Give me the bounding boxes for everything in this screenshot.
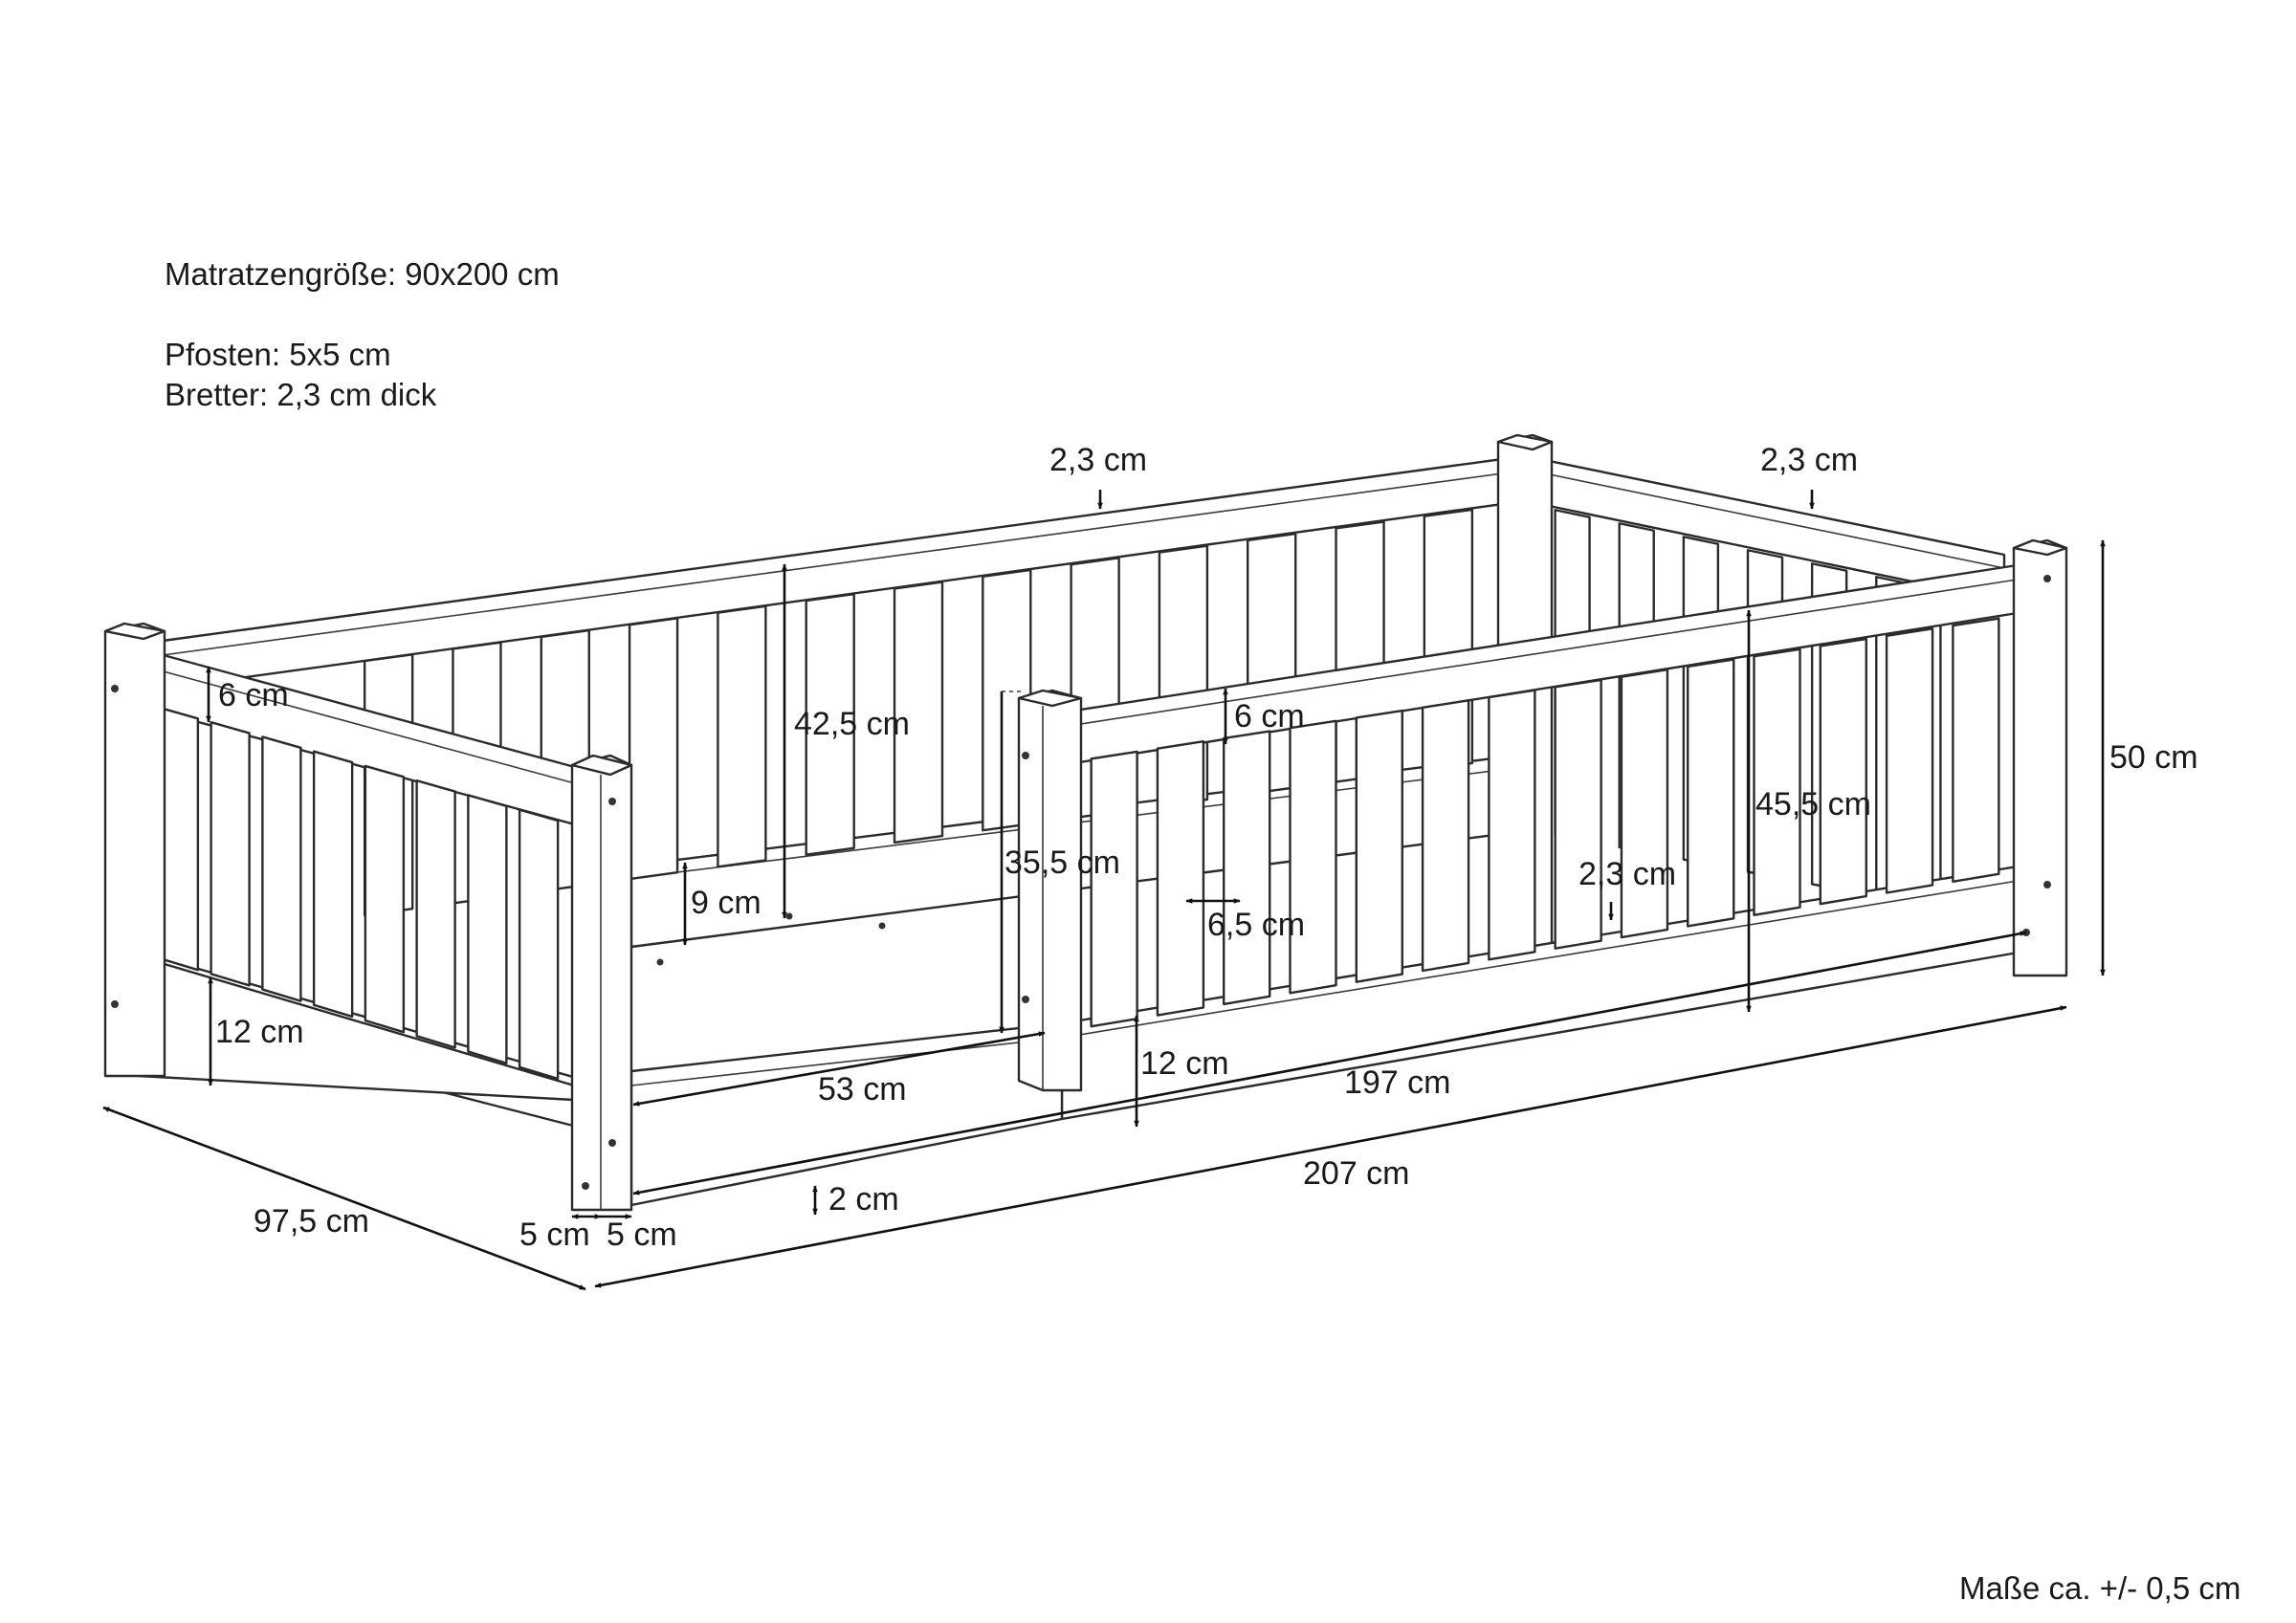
left-end-slat — [364, 764, 406, 1034]
front-right-post — [2012, 538, 2068, 977]
dimension-lines — [102, 490, 2106, 1291]
front-slat — [1355, 709, 1403, 983]
note-board-thickness: Bretter: 2,3 cm dick — [165, 377, 437, 412]
front-slat — [1421, 699, 1470, 973]
left-end-slats — [158, 706, 560, 1081]
label-entrance-width: 53 cm — [818, 1071, 907, 1108]
front-slat — [1952, 617, 2000, 884]
back-slat — [717, 604, 767, 868]
front-slat — [1488, 689, 1536, 961]
front-slat — [1819, 637, 1867, 906]
front-slat — [1620, 669, 1669, 939]
label-board-inner: 2,3 cm — [1578, 856, 1676, 892]
left-end-slat — [467, 794, 508, 1064]
label-post-b: 5 cm — [607, 1217, 677, 1253]
label-total-length: 207 cm — [1303, 1155, 1410, 1192]
front-slat — [1753, 647, 1801, 916]
entrance-post — [1017, 689, 1083, 1092]
front-slat — [1289, 719, 1337, 995]
label-total-width: 97,5 cm — [254, 1203, 369, 1239]
left-end-slat — [210, 721, 251, 987]
left-end-slat — [261, 735, 302, 1002]
label-entrance-height: 35,5 cm — [1004, 844, 1120, 881]
label-top-rail-front: 6 cm — [1234, 698, 1305, 735]
front-slats — [1090, 617, 2000, 1028]
rear-left-post — [103, 622, 166, 1078]
label-slat-width: 6,5 cm — [1207, 907, 1305, 943]
back-slat — [628, 617, 679, 881]
label-total-height: 50 cm — [2109, 739, 2198, 776]
front-left-post — [570, 754, 633, 1212]
front-slat — [1885, 627, 1934, 894]
label-inner-length: 197 cm — [1344, 1064, 1451, 1101]
label-back-height: 42,5 cm — [794, 706, 910, 742]
front-base-board — [629, 1021, 1064, 1207]
note-mattress-size: Matratzengröße: 90x200 cm — [165, 256, 560, 292]
front-slat — [1090, 750, 1138, 1028]
label-rail-back-low: 9 cm — [691, 885, 762, 921]
label-board-right: 2,3 cm — [1760, 442, 1858, 478]
label-board-back: 2,3 cm — [1049, 442, 1147, 478]
label-bottom-rail-left: 12 cm — [215, 1014, 304, 1050]
label-bottom-rail-front: 12 cm — [1140, 1045, 1229, 1082]
back-slat — [893, 581, 944, 844]
front-slat — [1223, 730, 1271, 1006]
dimension-labels: 2,3 cm 2,3 cm 6 cm 42,5 cm 6 cm 50 cm 45… — [215, 442, 2198, 1253]
label-front-height: 45,5 cm — [1755, 786, 1871, 822]
note-tolerance: Maße ca. +/- 0,5 cm — [1959, 1570, 2241, 1606]
front-slat — [1156, 740, 1205, 1017]
label-post-a: 5 cm — [519, 1217, 590, 1253]
front-slat — [1687, 658, 1735, 928]
note-post-size: Pfosten: 5x5 cm — [165, 337, 391, 372]
dim-total-length — [594, 1005, 2067, 1288]
left-end-slat — [312, 750, 354, 1019]
dim-total-width — [102, 1106, 586, 1291]
label-floor-gap: 2 cm — [828, 1181, 899, 1217]
front-slat — [1554, 678, 1602, 950]
label-top-rail-left: 6 cm — [218, 677, 289, 713]
back-slat — [805, 592, 855, 856]
left-end-slat — [518, 808, 560, 1081]
left-end-slat — [415, 779, 456, 1049]
